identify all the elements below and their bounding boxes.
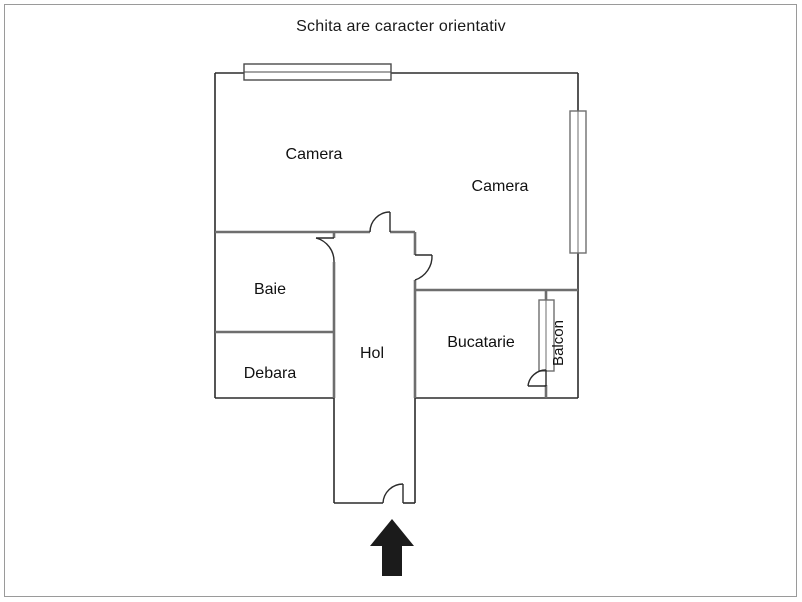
room-label-bucatarie: Bucatarie	[447, 334, 515, 351]
doors	[315, 211, 547, 504]
door-camera-1-hol	[369, 211, 391, 233]
entrance-arrow-head	[370, 519, 414, 546]
door-baie-hol-arc	[315, 237, 335, 263]
room-label-balcon: Balcon	[550, 320, 567, 366]
room-label-hol: Hol	[360, 345, 384, 362]
door-camera-1-hol-arc	[369, 211, 391, 233]
door-bucatarie-balcon	[527, 369, 547, 387]
exterior-walls	[214, 72, 579, 504]
room-label-baie: Baie	[254, 281, 286, 298]
room-label-camera-1: Camera	[286, 146, 343, 163]
door-camera-2-hol-arc	[414, 254, 433, 281]
entrance-arrow-shaft	[382, 544, 402, 576]
door-entrance	[382, 483, 404, 504]
door-camera-2-hol	[414, 254, 433, 281]
entrance-direction-arrow	[370, 519, 414, 576]
room-label-debara: Debara	[244, 365, 297, 382]
room-label-camera-2: Camera	[472, 178, 529, 195]
door-baie-hol	[315, 237, 335, 263]
page-title: Schita are caracter orientativ	[296, 18, 506, 35]
door-bucatarie-balcon-arc	[527, 369, 547, 387]
door-entrance-arc	[382, 483, 404, 504]
room-labels: Camera Camera Baie Debara Hol Bucatarie …	[244, 146, 567, 382]
windows	[243, 63, 587, 372]
